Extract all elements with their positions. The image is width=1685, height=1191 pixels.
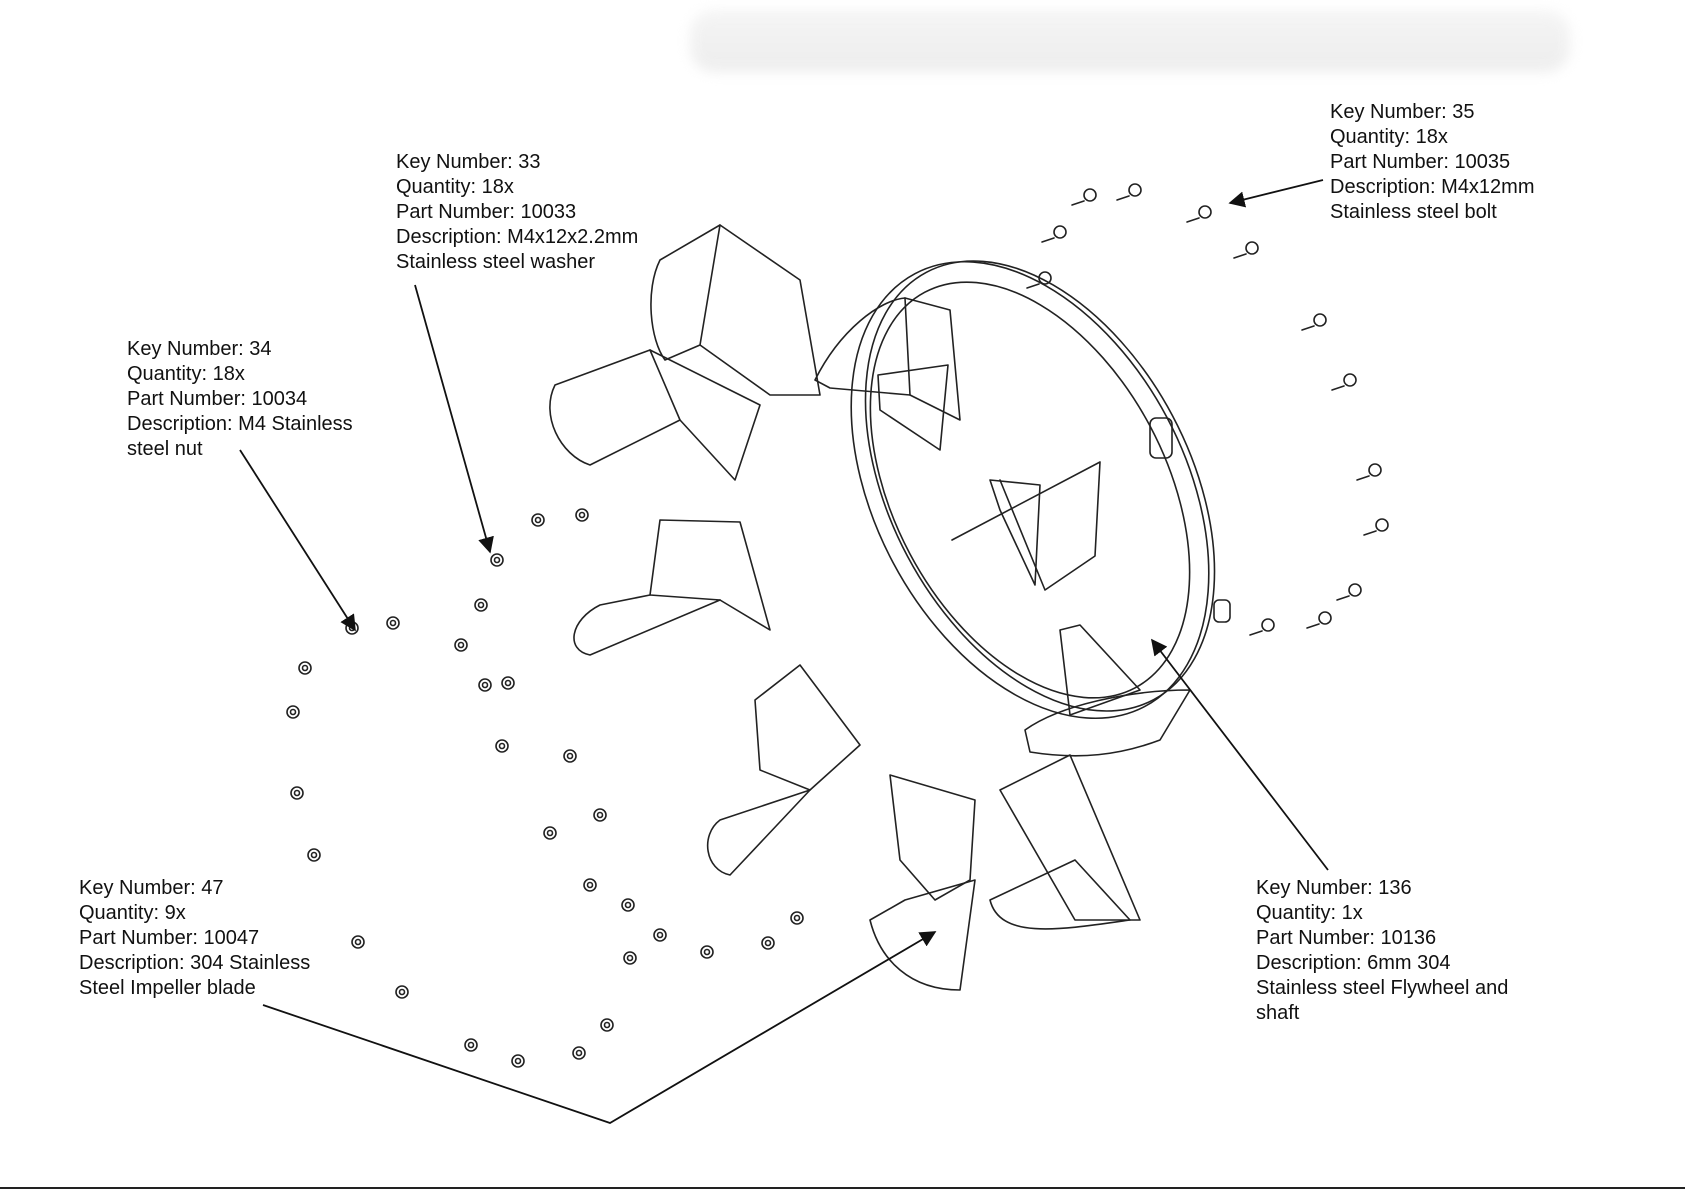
- callout-washer: Key Number: 33 Quantity: 18x Part Number…: [396, 150, 638, 275]
- part-number: Part Number: 10047: [79, 927, 260, 949]
- quantity: Quantity: 9x: [79, 902, 186, 924]
- quantity: Quantity: 18x: [396, 176, 514, 198]
- loose-blade-5: [869, 774, 976, 991]
- leader-nut: [239, 449, 356, 632]
- redacted-header-bar: [690, 10, 1570, 72]
- description-line: Description: 304 Stainless: [79, 952, 311, 974]
- quantity: Quantity: 18x: [127, 363, 245, 385]
- key-number: Key Number: 35: [1330, 101, 1475, 123]
- part-number: Part Number: 10136: [1256, 927, 1437, 949]
- quantity: Quantity: 1x: [1256, 902, 1363, 924]
- description-line: Description: M4 Stainless: [127, 413, 353, 435]
- description-line: shaft: [1256, 1002, 1300, 1024]
- bottom-border: [0, 1187, 1685, 1189]
- part-number: Part Number: 10035: [1330, 151, 1511, 173]
- key-number: Key Number: 47: [79, 877, 224, 899]
- callout-blade: Key Number: 47 Quantity: 9x Part Number:…: [79, 876, 310, 1001]
- leader-washer: [414, 284, 494, 554]
- flywheel-blade-top: [814, 297, 961, 451]
- loose-blade-2: [549, 349, 761, 481]
- flywheel-blade-middle: [951, 461, 1101, 591]
- key-number: Key Number: 34: [127, 338, 272, 360]
- quantity: Quantity: 18x: [1330, 126, 1448, 148]
- description-line: Stainless steel bolt: [1330, 201, 1497, 223]
- description-line: Steel Impeller blade: [79, 977, 256, 999]
- flywheel-disc: [850, 260, 1231, 720]
- callout-nut: Key Number: 34 Quantity: 18x Part Number…: [127, 337, 353, 462]
- key-number: Key Number: 136: [1256, 877, 1412, 899]
- key-number: Key Number: 33: [396, 151, 541, 173]
- leader-flywheel: [1151, 638, 1329, 871]
- loose-blade-4: [706, 664, 861, 876]
- loose-blade-3: [573, 519, 771, 656]
- bolt-group: [1026, 183, 1389, 636]
- description-line: steel nut: [127, 438, 203, 460]
- part-number: Part Number: 10033: [396, 201, 577, 223]
- description-line: Stainless steel Flywheel and: [1256, 977, 1509, 999]
- part-number: Part Number: 10034: [127, 388, 308, 410]
- description-line: Description: 6mm 304: [1256, 952, 1451, 974]
- loose-blade-6: [989, 754, 1141, 930]
- description-line: Description: M4x12mm: [1330, 176, 1535, 198]
- description-line: Description: M4x12x2.2mm: [396, 226, 639, 248]
- callout-flywheel: Key Number: 136 Quantity: 1x Part Number…: [1256, 876, 1508, 1026]
- loose-blade-1: [650, 224, 821, 396]
- leader-blade: [262, 931, 937, 1124]
- nut-and-washer-group: [286, 508, 804, 1068]
- description-line: Stainless steel washer: [396, 251, 595, 273]
- leader-bolt: [1228, 179, 1324, 208]
- callout-bolt: Key Number: 35 Quantity: 18x Part Number…: [1330, 100, 1535, 225]
